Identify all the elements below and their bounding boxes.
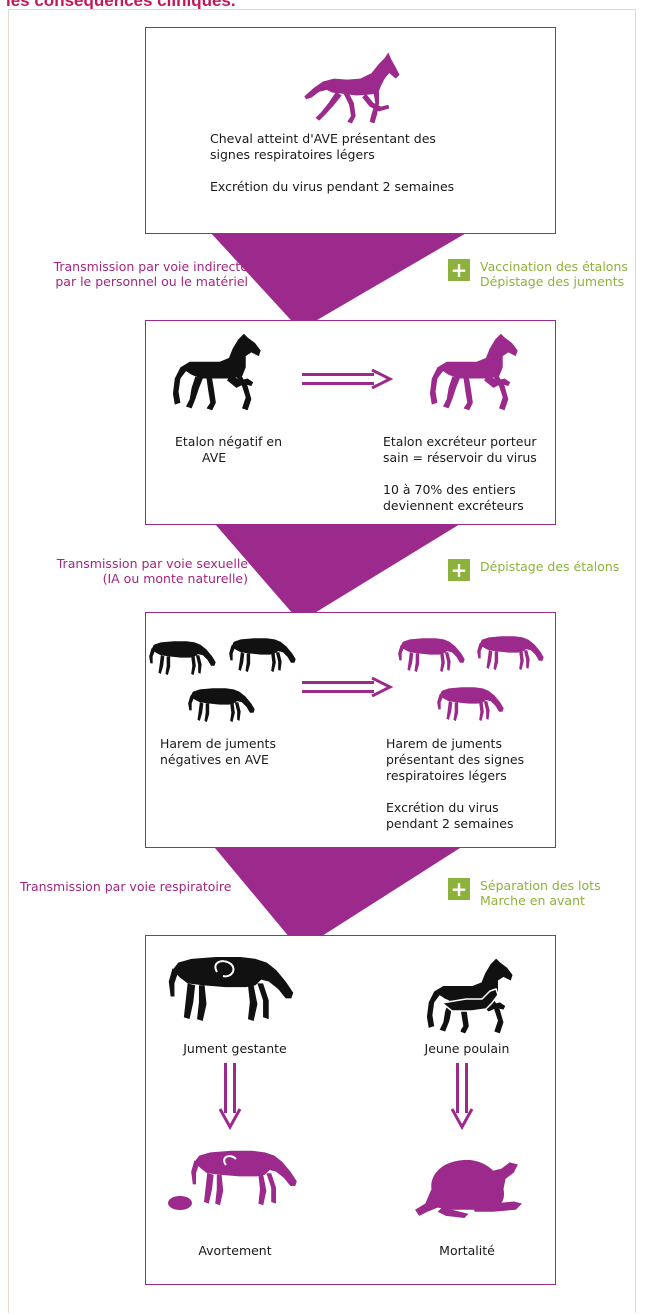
measure-3-line-1: Séparation des lots [480, 878, 601, 893]
stage-3-left-line-2: négatives en AVE [160, 752, 269, 767]
stage-1-box [145, 27, 556, 234]
measure-1-line-1: Vaccination des étalons [480, 259, 628, 274]
funnel-2 [215, 524, 460, 622]
pregnant-mare-icon [165, 950, 297, 1028]
grazing-horse-icon [228, 633, 298, 675]
stage-3-right-line-3: respiratoires légers [386, 768, 507, 783]
stage-2-left-line-2: AVE [202, 450, 227, 465]
page-title: les conséquences cliniques. [6, 0, 236, 10]
stage-1-line-1: Cheval atteint d'AVE présentant des [210, 131, 436, 146]
funnel-3 [215, 848, 460, 950]
stage-4-right-outcome: Mortalité [439, 1243, 495, 1258]
stage-3-left-line-1: Harem de juments [160, 736, 276, 751]
stage-2-right-line-4: deviennent excréteurs [383, 498, 524, 513]
stage-2-left-line-1: Etalon négatif en [175, 434, 283, 449]
double-arrow-right-icon [302, 677, 394, 697]
double-arrow-down-icon [219, 1063, 242, 1131]
grazing-horse-icon [476, 631, 546, 673]
dead-foal-icon [410, 1148, 525, 1220]
stage-4-left-label: Jument gestante [183, 1041, 287, 1056]
stage-1-line-3: Excrétion du virus pendant 2 semaines [210, 179, 455, 194]
transmission-2-line-2: (IA ou monte naturelle) [102, 571, 248, 586]
measure-3: + Séparation des lots Marche en avant [448, 878, 601, 908]
plus-icon: + [448, 559, 470, 581]
stage-3-right-line-1: Harem de juments [386, 736, 502, 751]
stage-3-right-line-4: Excrétion du virus [386, 800, 499, 815]
plus-icon: + [448, 259, 470, 281]
abortion-mare-icon [168, 1150, 297, 1210]
stage-2-right-line-2: sain = réservoir du virus [383, 450, 537, 465]
stage-4-right-label: Jeune poulain [424, 1041, 510, 1056]
measure-3-line-2: Marche en avant [480, 893, 585, 908]
transmission-1-line-1: Transmission par voie indirecte [53, 259, 248, 274]
stage-2-right-line-3: 10 à 70% des entiers [383, 482, 516, 497]
stage-3-box [145, 612, 556, 848]
stage-3-right-line-2: présentant des signes [386, 752, 525, 767]
measure-1: + Vaccination des étalons Dépistage des … [448, 259, 628, 289]
mare-and-foal-icon [412, 955, 522, 1036]
grazing-horse-icon [187, 683, 257, 725]
grazing-horse-icon [148, 636, 218, 678]
transmission-3-line-1: Transmission par voie respiratoire [20, 879, 232, 894]
stage-3-right-line-5: pendant 2 semaines [386, 816, 514, 831]
measure-2: + Dépistage des étalons [448, 559, 619, 581]
transmission-2: Transmission par voie sexuelle (IA ou mo… [20, 556, 248, 586]
transmission-1: Transmission par voie indirecte par le p… [20, 259, 248, 289]
transmission-3: Transmission par voie respiratoire [20, 879, 231, 894]
carrier-stallion-icon [415, 330, 527, 414]
negative-stallion-icon [158, 330, 270, 414]
transmission-2-line-1: Transmission par voie sexuelle [56, 556, 248, 571]
grazing-horse-icon [436, 682, 506, 724]
funnel-1 [210, 232, 468, 330]
plus-icon: + [448, 878, 470, 900]
measure-1-line-2: Dépistage des juments [480, 274, 625, 289]
stage-4-left-outcome: Avortement [198, 1243, 272, 1258]
measure-2-line-1: Dépistage des étalons [480, 559, 620, 574]
transmission-1-line-2: par le personnel ou le matériel [55, 274, 248, 289]
double-arrow-right-icon [302, 369, 394, 389]
stage-1-line-2: signes respiratoires légers [210, 147, 375, 162]
double-arrow-down-icon [451, 1063, 474, 1131]
infected-horse-icon [295, 50, 407, 126]
diagram-frame [8, 9, 636, 1313]
grazing-horse-icon [397, 633, 467, 675]
stage-2-right-line-1: Etalon excréteur porteur [383, 434, 537, 449]
